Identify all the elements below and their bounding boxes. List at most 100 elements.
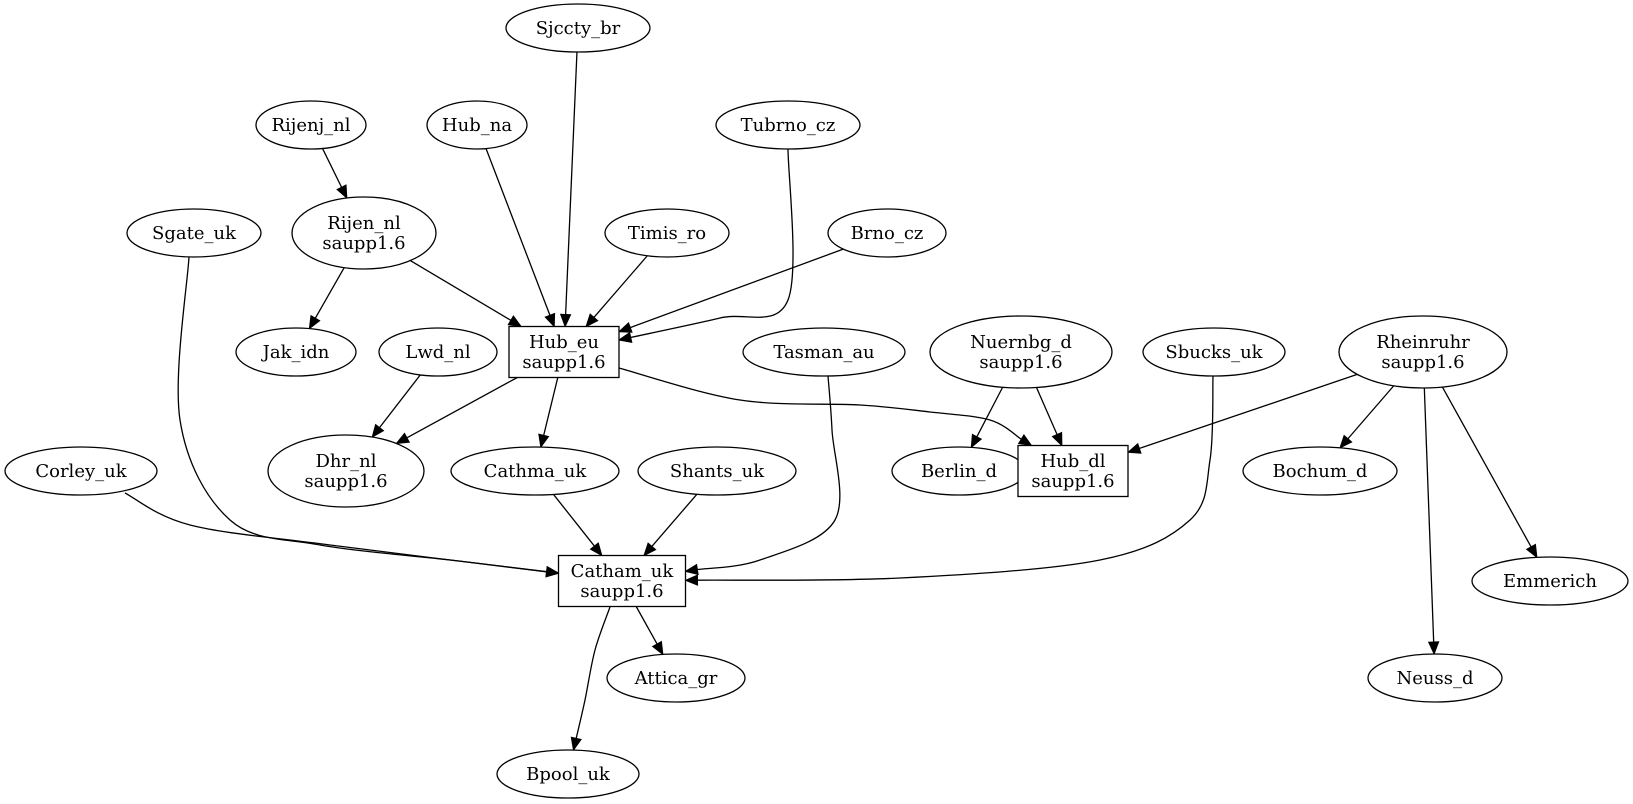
node-rijenj-nl[interactable]: Rijenj_nl — [255, 100, 367, 150]
edge-line — [1035, 387, 1058, 435]
node-hub-na[interactable]: Hub_na — [426, 100, 528, 150]
arrowhead-icon — [1339, 434, 1353, 449]
edge-line — [1441, 386, 1532, 548]
node-brno-cz[interactable]: Brno_cz — [827, 208, 947, 258]
arrowhead-icon — [545, 566, 560, 578]
edge-line — [618, 367, 1022, 440]
edge-line — [379, 374, 421, 428]
arrowhead-icon — [684, 574, 699, 586]
node-shants-uk[interactable]: Shants_uk — [637, 446, 797, 496]
edge-cathma_uk-to-catham_uk — [553, 494, 603, 557]
edge-nuernbg_d-to-berlin_d — [970, 386, 1004, 449]
node-sublabel: saupp1.6 — [580, 581, 663, 602]
node-label: Emmerich — [1503, 571, 1597, 592]
edge-rheinruhr-to-emmerich — [1441, 386, 1538, 559]
edge-hub_eu-to-hub_dl — [618, 367, 1033, 447]
arrowhead-icon — [684, 563, 699, 576]
edge-line — [321, 148, 343, 188]
edge-line — [485, 148, 551, 316]
node-berlin-d[interactable]: Berlin_d — [891, 446, 1027, 496]
edge-catham_uk-to-bpool_uk — [570, 606, 611, 752]
node-label: Sjccty_br — [536, 18, 621, 39]
node-sublabel: saupp1.6 — [979, 352, 1062, 373]
node-jak-idn[interactable]: Jak_idn — [235, 327, 357, 377]
edge-line — [543, 377, 559, 436]
node-sjccty-br[interactable]: Sjccty_br — [505, 3, 651, 53]
node-ellipse — [715, 100, 861, 150]
node-label: Catham_uk — [571, 561, 675, 582]
node-sublabel: saupp1.6 — [1381, 352, 1464, 373]
edge-rheinruhr-to-neuss_d — [1423, 387, 1440, 656]
node-corley-uk[interactable]: Corley_uk — [4, 446, 158, 496]
arrowhead-icon — [589, 542, 603, 557]
edge-hub_eu-to-cathma_uk — [538, 377, 559, 449]
node-ellipse — [235, 327, 357, 377]
arrowhead-icon — [1427, 641, 1440, 656]
node-label: Tubrno_cz — [741, 115, 836, 136]
node-label: Jak_idn — [261, 342, 330, 363]
arrowhead-icon — [538, 433, 550, 449]
node-ellipse — [426, 100, 528, 150]
node-neuss-d[interactable]: Neuss_d — [1367, 653, 1503, 703]
edge-line — [314, 267, 345, 319]
edge-timis_ro-to-hub_eu — [585, 255, 648, 328]
node-ellipse — [742, 327, 906, 377]
edge-rijenj_nl-to-rijen_nl — [321, 148, 348, 200]
node-ellipse — [378, 327, 498, 377]
arrowhead-icon — [308, 314, 321, 330]
node-sgate-uk[interactable]: Sgate_uk — [126, 208, 262, 258]
node-label: Neuss_d — [1397, 668, 1474, 689]
node-label: Rijenj_nl — [271, 115, 350, 136]
edge-line — [976, 386, 1004, 438]
node-tubrno-cz[interactable]: Tubrno_cz — [715, 100, 861, 150]
arrowhead-icon — [643, 542, 657, 557]
arrowhead-icon — [1017, 434, 1033, 447]
node-label: Bochum_d — [1273, 461, 1368, 482]
node-ellipse — [606, 653, 746, 703]
node-sbucks-uk[interactable]: Sbucks_uk — [1142, 327, 1286, 377]
node-emmerich[interactable]: Emmerich — [1471, 556, 1629, 606]
edge-line — [409, 260, 512, 321]
node-bochum-d[interactable]: Bochum_d — [1242, 446, 1398, 496]
edge-line — [593, 255, 648, 318]
node-box — [557, 554, 687, 608]
node-cathma-uk[interactable]: Cathma_uk — [450, 446, 620, 496]
node-ellipse — [604, 208, 730, 258]
edge-line — [635, 606, 658, 645]
node-label: Rijen_nl — [327, 213, 401, 234]
node-ellipse — [637, 446, 797, 496]
node-bpool-uk[interactable]: Bpool_uk — [496, 749, 640, 799]
edge-line — [575, 606, 611, 739]
node-label: Rheinruhr — [1376, 332, 1470, 353]
edge-rijen_nl-to-hub_eu — [409, 260, 523, 328]
node-sublabel: saupp1.6 — [322, 233, 405, 254]
node-ellipse — [496, 749, 640, 799]
node-ellipse — [1338, 315, 1508, 389]
node-ellipse — [267, 434, 425, 508]
edge-nuernbg_d-to-hub_dl — [1035, 387, 1063, 447]
node-timis-ro[interactable]: Timis_ro — [604, 208, 730, 258]
node-box — [508, 325, 620, 379]
edge-rheinruhr-to-hub_dl — [1126, 373, 1358, 454]
node-ellipse — [1471, 556, 1629, 606]
node-tasman-au[interactable]: Tasman_au — [742, 327, 906, 377]
arrowhead-icon — [585, 313, 599, 328]
edge-tasman_au-to-catham_uk — [684, 375, 841, 576]
node-ellipse — [1367, 653, 1503, 703]
edge-line — [177, 256, 547, 573]
node-attica-gr[interactable]: Attica_gr — [606, 653, 746, 703]
edge-tubrno_cz-to-hub_eu — [617, 148, 794, 343]
arrowhead-icon — [970, 433, 983, 449]
edge-line — [564, 51, 578, 315]
node-lwd-nl[interactable]: Lwd_nl — [378, 327, 498, 377]
arrowhead-icon — [617, 322, 633, 333]
edge-line — [697, 375, 1214, 581]
